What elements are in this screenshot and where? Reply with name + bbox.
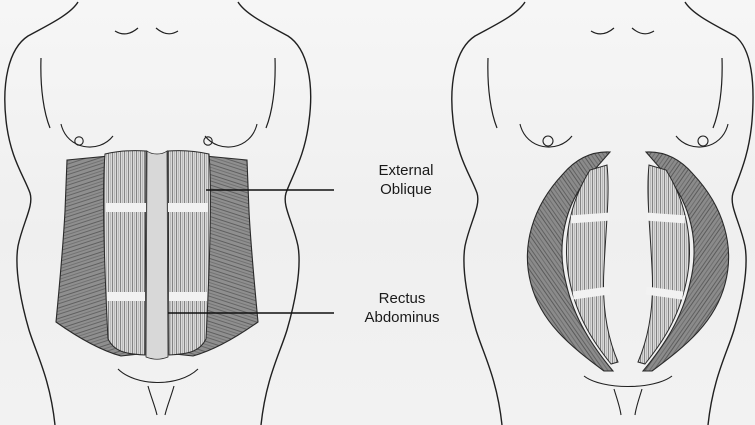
external-oblique-label-line-2: Oblique [352, 180, 460, 199]
right-navel-hip-lines [584, 376, 672, 415]
rectus-abdominus-label: Rectus Abdominus [340, 289, 464, 327]
right-collarbones [591, 28, 654, 34]
right-arm-inner-lines [488, 58, 722, 128]
rectus-abdominus-label-line-1: Rectus [340, 289, 464, 308]
left-tendon-band-2 [168, 203, 208, 212]
left-rectus-right [168, 151, 210, 355]
left-chest [61, 124, 257, 147]
right-nipple-right [698, 136, 708, 146]
rectus-abdominus-label-line-2: Abdominus [340, 308, 464, 327]
right-chest [520, 124, 728, 147]
left-rectus-left [104, 151, 146, 355]
left-tendon-band-3 [107, 292, 145, 301]
left-navel-hip-lines [118, 369, 198, 415]
external-oblique-label-line-1: External [352, 161, 460, 180]
right-figure [452, 2, 753, 425]
left-tendon-band-1 [106, 203, 146, 212]
left-figure [5, 2, 334, 425]
left-collarbones [115, 28, 178, 34]
left-linea-alba [146, 151, 168, 359]
right-nipple-left [543, 136, 553, 146]
external-oblique-label: External Oblique [352, 161, 460, 199]
left-nipple-left [75, 137, 83, 145]
left-nipple-right [204, 137, 212, 145]
left-arm-inner-lines [41, 58, 275, 128]
left-tendon-band-4 [169, 292, 207, 301]
